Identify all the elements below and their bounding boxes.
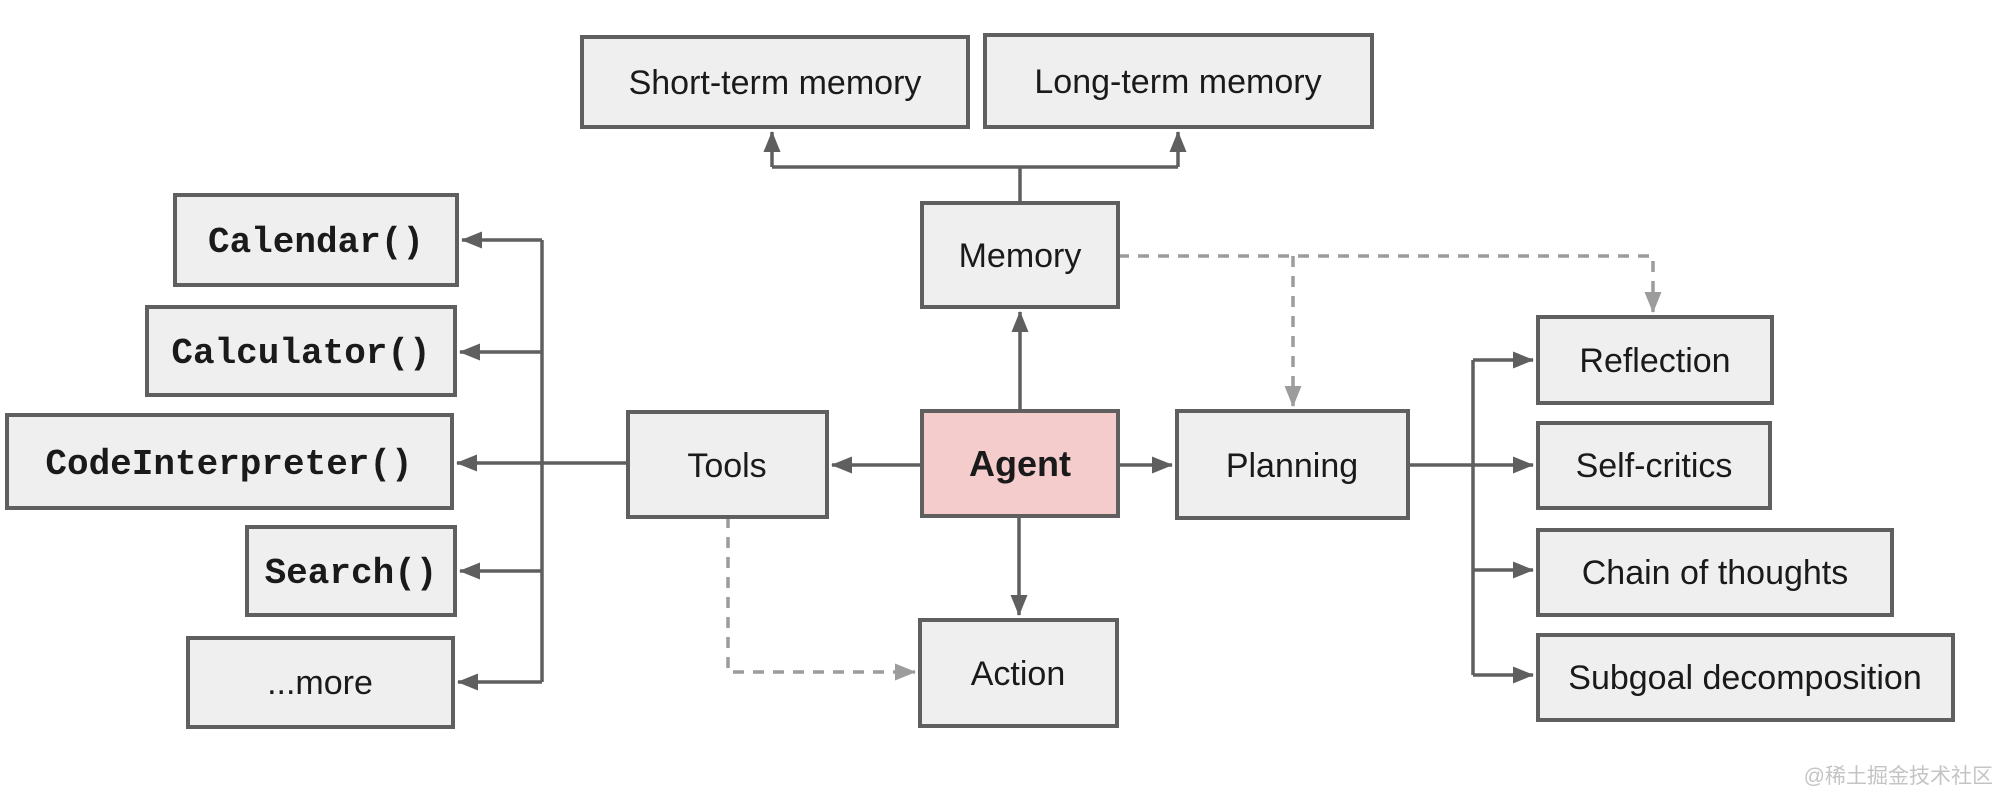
node-action: Action <box>918 618 1119 728</box>
node-search-label: Search() <box>265 553 438 594</box>
node-agent: Agent <box>920 409 1120 518</box>
line-memory-top-bar <box>772 165 1178 203</box>
node-tools-label: Tools <box>687 447 766 485</box>
node-search: Search() <box>245 525 457 617</box>
node-long-term-memory-label: Long-term memory <box>1034 63 1321 101</box>
watermark: @稀土掘金技术社区 <box>1804 765 1993 788</box>
node-code-interpreter-label: CodeInterpreter() <box>45 444 412 485</box>
node-self-critics: Self-critics <box>1536 421 1772 510</box>
node-more-label: ...more <box>267 664 373 702</box>
node-memory-label: Memory <box>959 237 1082 275</box>
dashed-arrow-tools-to-action <box>726 517 916 681</box>
node-action-label: Action <box>971 655 1066 693</box>
node-planning: Planning <box>1175 409 1410 520</box>
node-agent-label: Agent <box>969 443 1071 484</box>
dashed-edges <box>726 254 1662 681</box>
node-long-term-memory: Long-term memory <box>983 33 1374 129</box>
solid-edges <box>456 131 1534 691</box>
line-tools-trunk <box>540 240 628 682</box>
line-planning-trunk <box>1408 360 1475 675</box>
node-calendar-label: Calendar() <box>208 222 424 263</box>
node-reflection-label: Reflection <box>1579 342 1730 380</box>
node-planning-label: Planning <box>1226 447 1358 485</box>
node-short-term-memory-label: Short-term memory <box>629 64 922 102</box>
node-code-interpreter: CodeInterpreter() <box>5 413 454 510</box>
node-reflection: Reflection <box>1536 315 1774 405</box>
node-memory: Memory <box>920 201 1120 309</box>
dashed-arrow-memory-to-reflection <box>1118 254 1662 313</box>
node-subgoal-decomposition: Subgoal decomposition <box>1536 633 1955 722</box>
node-calculator-label: Calculator() <box>171 333 430 374</box>
node-calculator: Calculator() <box>145 305 457 397</box>
node-chain-of-thoughts: Chain of thoughts <box>1536 528 1894 617</box>
node-calendar: Calendar() <box>173 193 459 287</box>
node-tools: Tools <box>626 410 829 519</box>
node-short-term-memory: Short-term memory <box>580 35 970 129</box>
node-chain-of-thoughts-label: Chain of thoughts <box>1582 554 1849 592</box>
node-subgoal-decomposition-label: Subgoal decomposition <box>1568 659 1921 697</box>
node-self-critics-label: Self-critics <box>1576 447 1733 485</box>
node-more: ...more <box>186 636 455 729</box>
